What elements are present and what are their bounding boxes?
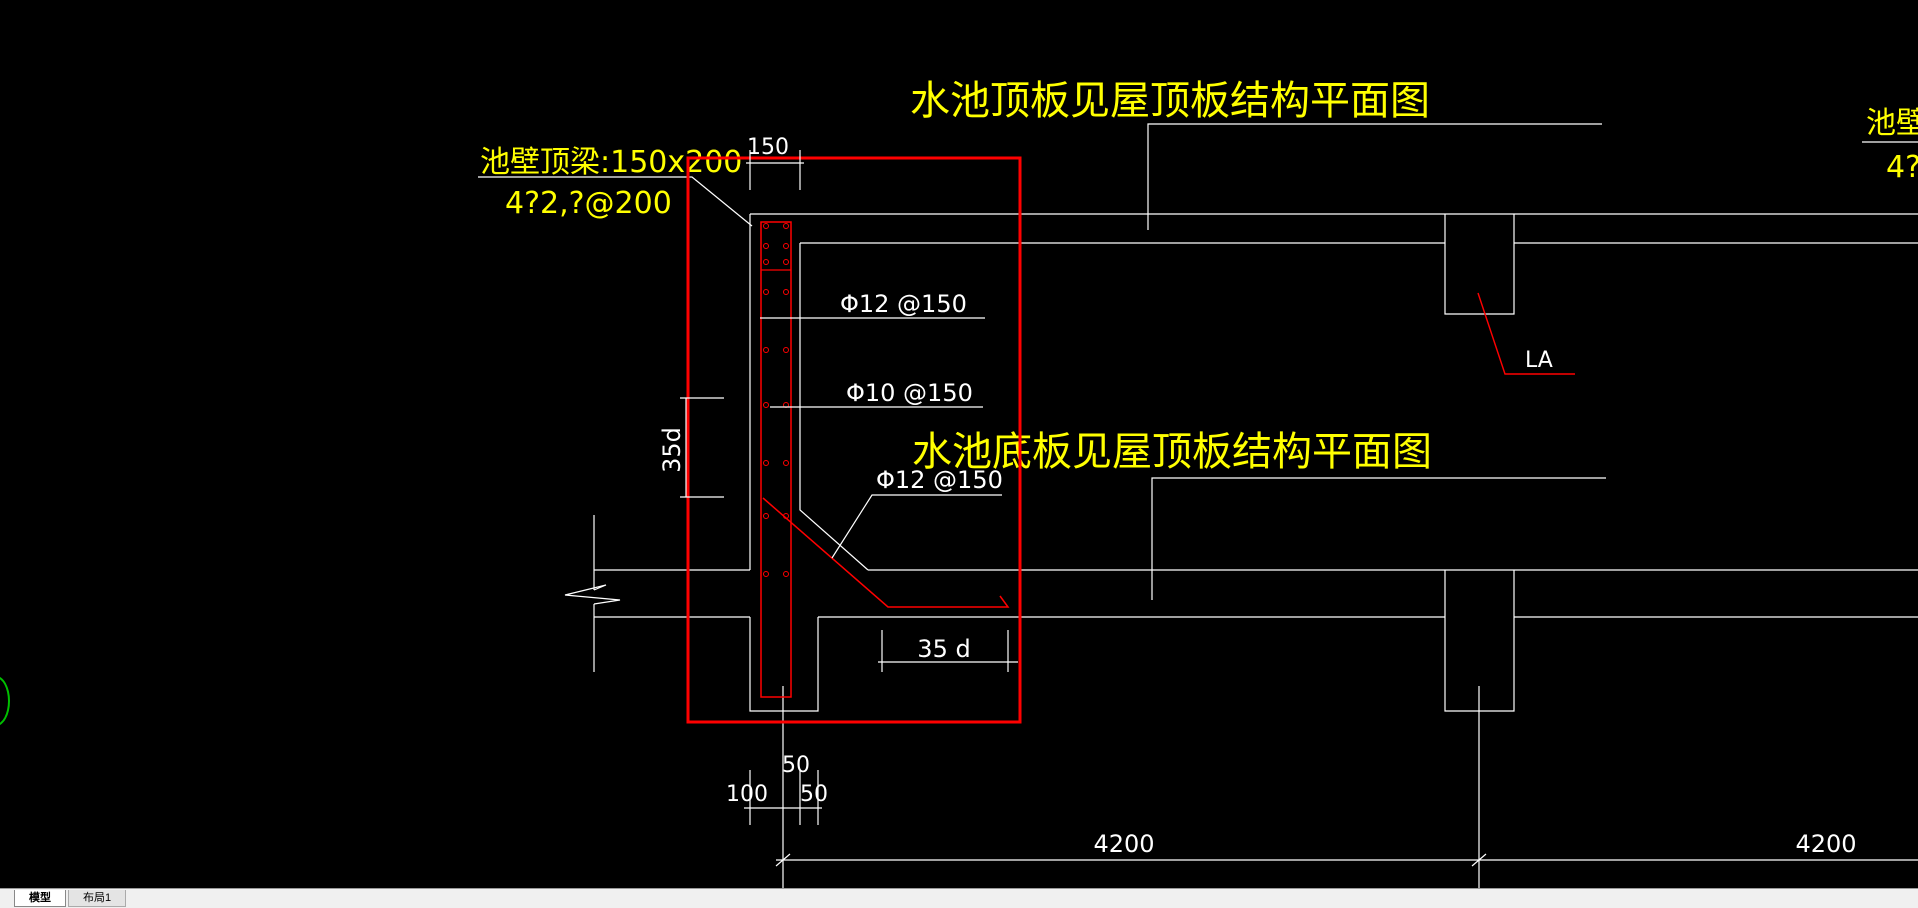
tab-model[interactable]: 模型 [14,890,66,907]
layout-tab-bar: 模型 布局1 [0,888,1918,908]
rebar-label-1: Φ12 @150 [840,290,967,318]
title-top-leader [1147,123,1602,230]
title-bottom-leader [1151,477,1606,600]
top-beam-right [1444,214,1515,315]
tab-layout1[interactable]: 布局1 [68,890,127,907]
la-label: LA [1525,348,1553,373]
drawing-canvas[interactable]: 水池顶板见屋顶板结构平面图 水池底板见屋顶板结构平面图 池壁顶 4? 池壁顶梁:… [0,0,1918,888]
wall-right-face-haunch [799,243,869,571]
beam-label: 池壁顶梁:150x200 [480,145,742,180]
rebar-label-3: Φ12 @150 [876,466,1003,494]
break-line [564,584,621,605]
span-4200-1: 4200 [1093,830,1154,858]
right-beam-rebar: 4? [1886,150,1918,185]
beam-rebar: 4?2,?@200 [505,186,672,221]
corner-rebar [762,497,1010,608]
bottom-beam-left [749,617,819,712]
dim-50-bottom: 50 [800,782,828,807]
dim-35d-bottom: 35 d [917,635,970,663]
cad-drawing: 水池顶板见屋顶板结构平面图 水池底板见屋顶板结构平面图 池壁顶 4? 池壁顶梁:… [478,78,1918,888]
title-top-slab: 水池顶板见屋顶板结构平面图 [910,78,1430,124]
rebar-dots [763,223,789,577]
span-4200-2: 4200 [1795,830,1856,858]
dim-35d-left: 35d [658,427,686,473]
la-leader [1477,292,1575,375]
detail-highlight-box[interactable] [686,156,1022,724]
dim-50-top: 50 [782,753,810,778]
dim-100: 100 [726,782,768,807]
wall-rebar-cage [760,221,792,698]
beam-label-leader [478,176,753,227]
right-beam-label: 池壁顶 [1866,106,1918,141]
rebar-label-2: Φ10 @150 [846,379,973,407]
dim-150: 150 [747,135,789,160]
title-bottom-slab: 水池底板见屋顶板结构平面图 [912,429,1432,475]
